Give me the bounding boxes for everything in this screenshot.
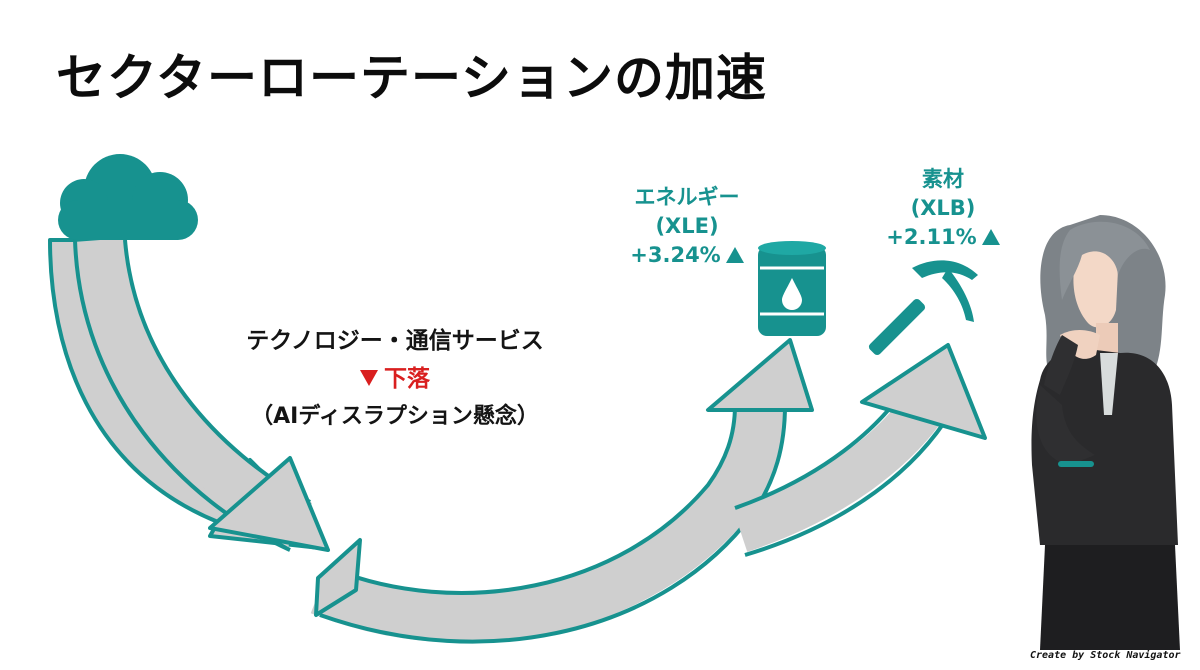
page-title: セクターローテーションの加速: [56, 49, 767, 107]
up-triangle-icon: [725, 247, 744, 263]
up-triangle-icon: [981, 229, 1000, 245]
outflow-note: （AIディスラプション懸念）: [251, 404, 539, 429]
inflow-energy-ticker: (XLE): [655, 214, 719, 238]
lower-arrow-tail: [314, 538, 362, 617]
energy-arrow-outline-a: [319, 404, 787, 644]
presenter-illustration: [1031, 215, 1180, 650]
inflow-energy-change: +3.24%: [612, 241, 762, 270]
inflow-materials-label: 素材 (XLB) +2.11%: [878, 165, 1008, 252]
energy-arrow-body: [310, 399, 785, 643]
pickaxe-icon: [868, 260, 978, 356]
inflow-materials-ticker: (XLB): [910, 196, 976, 220]
outflow-label: テクノロジー・通信サービス 下落 （AIディスラプション懸念）: [230, 322, 560, 436]
outflow-change-text: 下落: [384, 366, 430, 392]
credit-text: Create by Stock Navigator: [1030, 650, 1181, 661]
inflow-energy-change-text: +3.24%: [630, 243, 721, 267]
outflow-change: 下落: [230, 360, 560, 398]
materials-arrowhead: [860, 343, 987, 440]
outflow-arrowhead: [208, 456, 330, 552]
down-triangle-icon: [360, 370, 378, 386]
outflow-sector-name: テクノロジー・通信サービス: [246, 328, 544, 354]
energy-arrowhead: [706, 338, 814, 412]
inflow-materials-change: +2.11%: [878, 223, 1008, 252]
inflow-materials-change-text: +2.11%: [886, 225, 977, 249]
energy-arrow-outline-b: [329, 404, 737, 595]
inflow-materials-name: 素材: [922, 167, 964, 191]
inflow-energy-label: エネルギー (XLE) +3.24%: [612, 183, 762, 270]
oil-barrel-icon: [758, 241, 826, 336]
cloud-icon: [58, 154, 198, 240]
inflow-energy-name: エネルギー: [634, 185, 740, 209]
